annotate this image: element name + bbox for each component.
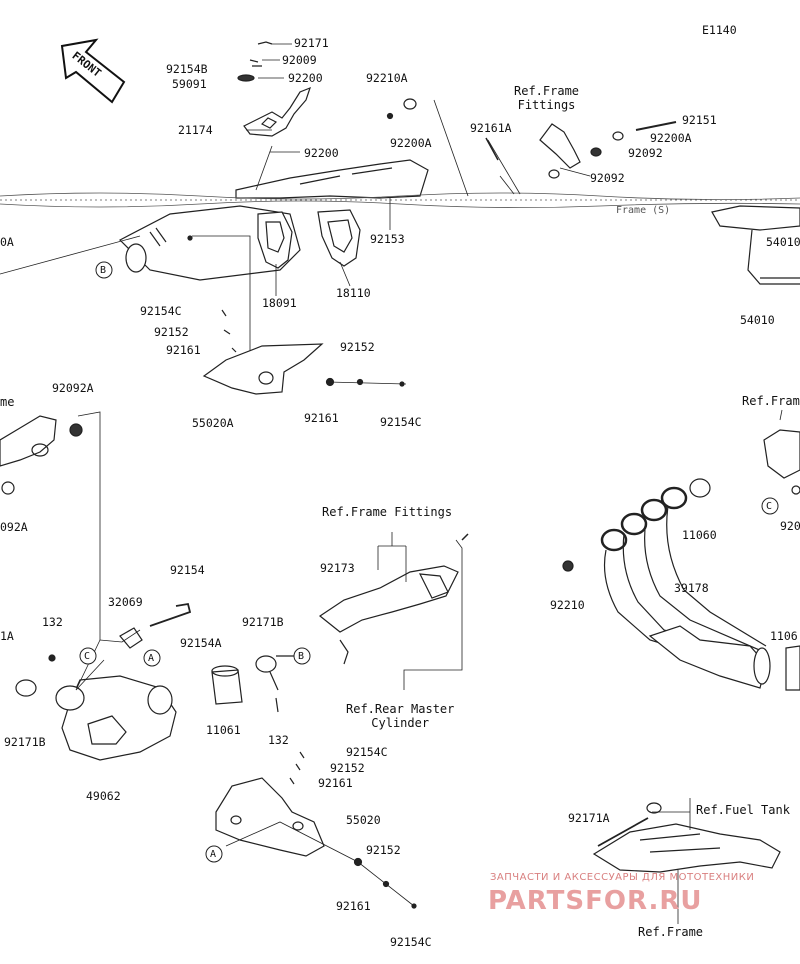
part-label: 92154B xyxy=(166,62,208,76)
heat-guard-55020A xyxy=(202,309,407,395)
ref-frame-right: Ref.Fram xyxy=(742,394,800,408)
part-label: 92092 xyxy=(628,146,663,160)
bottom-frame xyxy=(592,798,781,924)
part-label: 21174 xyxy=(178,123,213,137)
part-label: 92152 xyxy=(366,843,401,857)
part-label: 92171B xyxy=(242,615,284,629)
master-cylinder-bracket xyxy=(318,532,469,690)
part-label: 132 xyxy=(42,615,63,629)
callout-b-top: B xyxy=(100,265,107,276)
part-label: 92161A xyxy=(470,121,512,135)
part-label: 92200 xyxy=(304,146,339,160)
watermark-logo: PARTSFOR.RU xyxy=(488,886,703,916)
part-label: 92171 xyxy=(294,36,329,50)
part-label: 0A xyxy=(0,235,14,249)
cover-18110 xyxy=(317,209,361,267)
part-label: 92153 xyxy=(370,232,405,246)
right-frame-fitting xyxy=(763,409,800,495)
part-label: 92154A xyxy=(180,636,222,650)
part-label: 92200A xyxy=(650,131,692,145)
part-label: 92171A xyxy=(568,811,610,825)
part-label: 92154 xyxy=(170,563,205,577)
part-label: 92161 xyxy=(336,899,371,913)
part-label: 92154C xyxy=(346,745,388,759)
part-label: 92200A xyxy=(390,136,432,150)
part-label: 92152 xyxy=(330,761,365,775)
part-label: 92009 xyxy=(282,53,317,67)
part-label: 92151 xyxy=(682,113,717,127)
part-label: 132 xyxy=(268,733,289,747)
part-label: 920 xyxy=(780,519,800,533)
ref-frame-fittings-mid: Ref.Frame Fittings xyxy=(322,505,453,519)
part-label: 92171B xyxy=(4,735,46,749)
left-bracket xyxy=(0,411,101,640)
part-label: 92152 xyxy=(154,325,189,339)
torn-strip xyxy=(0,192,800,208)
leader-lines-top xyxy=(0,43,591,380)
callout-circles xyxy=(79,261,779,863)
part-label: 92154C xyxy=(390,935,432,949)
part-label: 18110 xyxy=(336,286,371,300)
part-label: 92154C xyxy=(380,415,422,429)
callout-a-left: A xyxy=(148,653,155,664)
collar-11061 xyxy=(211,655,296,713)
part-label: 11060 xyxy=(682,528,717,542)
part-label: 54010 xyxy=(766,235,800,249)
silencer-body xyxy=(118,205,301,281)
diagram-code: E1140 xyxy=(702,23,737,37)
part-label: 54010 xyxy=(740,313,775,327)
part-label: 92210 xyxy=(550,598,585,612)
ref-rear-master-cylinder: Ref.Rear Master Cylinder xyxy=(346,702,455,730)
part-label: 92092A xyxy=(52,381,94,395)
part-label: 18091 xyxy=(262,296,297,310)
part-label: 92161 xyxy=(304,411,339,425)
callout-c-right: C xyxy=(766,501,773,512)
part-label: 39178 xyxy=(674,581,709,595)
callout-b-mid: B xyxy=(298,651,305,662)
part-label: 32069 xyxy=(108,595,143,609)
part-label: 92200 xyxy=(288,71,323,85)
part-label: 92154C xyxy=(140,304,182,318)
part-label: 92161 xyxy=(318,776,353,790)
part-label: 092A xyxy=(0,520,28,534)
part-label: 59091 xyxy=(172,77,207,91)
rear-silencer-49062 xyxy=(15,602,192,761)
part-label: 49062 xyxy=(86,789,121,803)
part-label: 55020A xyxy=(192,416,234,430)
part-label: 1A xyxy=(0,629,14,643)
part-label: 92092 xyxy=(590,171,625,185)
part-label: 92161 xyxy=(166,343,201,357)
part-label: 92173 xyxy=(320,561,355,575)
part-label: 1106 xyxy=(770,629,798,643)
ref-fuel-tank: Ref.Fuel Tank xyxy=(696,803,790,817)
footrest-fragment xyxy=(711,205,800,285)
part-label: 11061 xyxy=(206,723,241,737)
frame-fittings-bracket xyxy=(386,98,677,179)
cover-18091 xyxy=(257,211,293,269)
bracket-21174 xyxy=(237,41,311,137)
callout-a-bottom: A xyxy=(210,849,217,860)
ref-frame-fittings-top: Ref.Frame Fittings xyxy=(514,84,580,112)
ref-frame-left: me xyxy=(0,395,15,409)
exhaust-pipes-39178 xyxy=(562,478,800,691)
part-label: 92152 xyxy=(340,340,375,354)
ref-frame-fragment: Frame (S) xyxy=(616,205,671,216)
front-arrow-icon xyxy=(60,38,126,104)
ref-frame-bottom: Ref.Frame xyxy=(638,925,704,939)
callout-c-left: C xyxy=(84,651,91,662)
watermark-tagline: ЗАПЧАСТИ И АКСЕССУАРЫ ДЛЯ МОТОТЕХНИКИ xyxy=(490,872,755,883)
muffler-cover-92153 xyxy=(235,159,429,199)
part-label: 55020 xyxy=(346,813,381,827)
heat-guard-55020 xyxy=(215,751,417,909)
part-label: 92210A xyxy=(366,71,408,85)
